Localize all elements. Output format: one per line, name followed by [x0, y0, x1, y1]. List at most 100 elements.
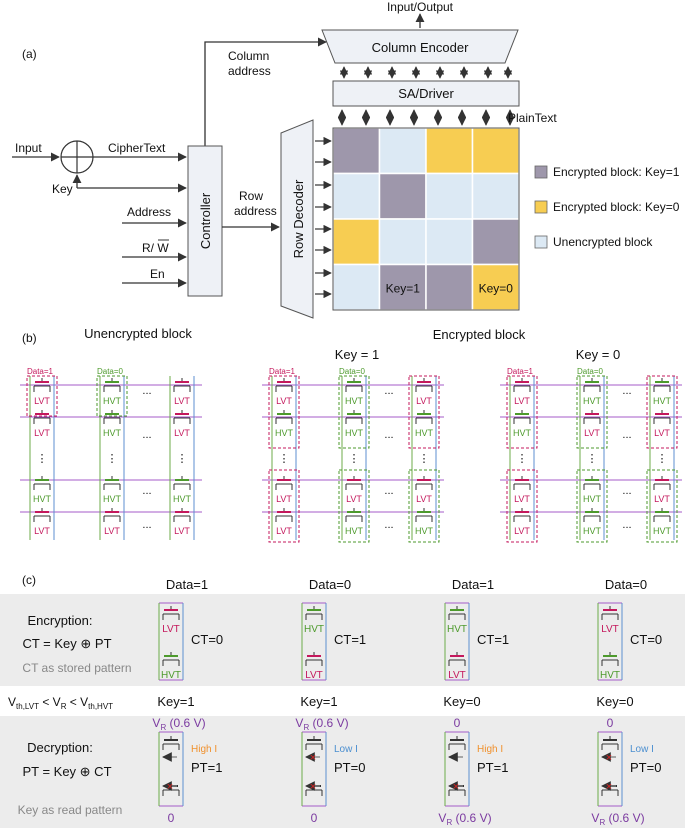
panel-b: (b) Unencrypted block Encrypted block Ke… [20, 326, 682, 543]
transistor-icon [33, 410, 51, 424]
transistor-icon [305, 652, 323, 666]
lvt-label: LVT [34, 526, 50, 536]
pair-box [576, 469, 608, 543]
pair-box [506, 375, 538, 449]
transistor-icon [275, 410, 293, 424]
hvt-label: HVT [345, 428, 364, 438]
lvt-label: LVT [162, 624, 180, 635]
memory-block [378, 218, 427, 266]
vr-label: VR (0.6 V) [591, 811, 644, 827]
lvt-label: LVT [654, 494, 670, 504]
address-label: Address [127, 205, 171, 219]
hvt-label: HVT [275, 428, 294, 438]
current-label: High I [191, 744, 217, 755]
en-label: En [150, 267, 165, 281]
memory-block [425, 172, 474, 220]
memory-block [471, 263, 520, 311]
horizontal-ellipsis: ... [622, 519, 631, 531]
data1-box [26, 375, 58, 417]
hvt-label: HVT [304, 624, 324, 635]
lvt-label: LVT [346, 494, 362, 504]
key0-title: Key = 0 [576, 347, 620, 362]
ct-stored-label: CT as stored pattern [22, 661, 131, 675]
column-address-label-1: Column [228, 49, 269, 63]
lvt-label: LVT [654, 428, 670, 438]
row-address-label-2: address [234, 204, 277, 218]
encryption-band [0, 594, 685, 686]
pair-box [338, 375, 370, 449]
hvt-label: HVT [600, 670, 620, 681]
lvt-label: LVT [514, 396, 530, 406]
transistor-icon [415, 508, 433, 522]
lvt-label: LVT [416, 396, 432, 406]
vr-label: VR (0.6 V) [295, 716, 348, 732]
transistor-icon [601, 606, 619, 620]
lvt-label: LVT [174, 526, 190, 536]
key-header: Key=1 [157, 694, 194, 709]
memory-block [332, 263, 381, 311]
transistor-icon [653, 378, 671, 392]
transistor-icon [601, 652, 619, 666]
transistor-icon [513, 378, 531, 392]
controller-label: Controller [198, 192, 213, 249]
pair-box [646, 375, 678, 449]
lvt-label: LVT [174, 396, 190, 406]
transistor-icon [275, 476, 293, 490]
transistor-icon [173, 410, 191, 424]
vth-relation: Vth,LVT < VR < Vth,HVT [8, 695, 113, 711]
current-label: Low I [334, 744, 358, 755]
pair-box [506, 469, 538, 543]
key-header: Key=1 [300, 694, 337, 709]
transistor-icon [653, 476, 671, 490]
vertical-ellipsis: ⋮ [587, 453, 598, 465]
encoder-sa-arrows [339, 66, 513, 79]
memory-block [425, 263, 474, 311]
transistor-arrays: LVT LVT HVT LVT ⋮ HVT HVT HVT LVT ⋮ LVT LVT HVT LVT ⋮.… [20, 367, 682, 543]
sa-driver-box [332, 80, 520, 107]
legend-label: Unencrypted block [553, 235, 653, 249]
row-address-label-1: Row [239, 189, 263, 203]
hvt-label: HVT [345, 526, 364, 536]
blocked-x-icon: × [310, 752, 316, 764]
plaintext-label: PlainText [508, 111, 557, 125]
memory-block [378, 172, 427, 220]
column-encoder-label: Column Encoder [372, 40, 469, 55]
ct-result: CT=1 [477, 632, 509, 647]
transistor-icon [448, 652, 466, 666]
zero-label: 0 [454, 716, 461, 730]
horizontal-ellipsis: ... [622, 385, 631, 397]
transistor-icon [345, 476, 363, 490]
data1-label: Data=1 [507, 367, 534, 376]
transistor-icon [305, 606, 323, 620]
input-label: Input [15, 141, 42, 155]
hvt-label: HVT [415, 428, 434, 438]
transistor-array: LVTLVTHVTLVT⋮HVTHVTHVTLVT⋮LVTLVTHVTLVT⋮.… [20, 367, 202, 540]
data1-label: Data=1 [27, 367, 54, 376]
transistor-icon [583, 378, 601, 392]
lvt-label: LVT [416, 494, 432, 504]
rw-label: R/ W [142, 241, 169, 255]
lvt-label: LVT [448, 670, 466, 681]
transistor-icon [513, 508, 531, 522]
panel-b-label: (b) [22, 331, 37, 345]
column-header: Data=1 [452, 577, 494, 592]
transistor-icon [345, 508, 363, 522]
encryption-formula: CT = Key ⊕ PT [22, 636, 111, 651]
transistor-icon [275, 508, 293, 522]
pair-box [646, 469, 678, 543]
lvt-label: LVT [514, 494, 530, 504]
horizontal-ellipsis: ... [142, 519, 151, 531]
vertical-ellipsis: ⋮ [349, 453, 360, 465]
transistor-icon [33, 378, 51, 392]
transistor-icon [173, 378, 191, 392]
transistor-icon [103, 410, 121, 424]
transistor-icon [305, 736, 323, 750]
vertical-ellipsis: ⋮ [419, 453, 430, 465]
vertical-ellipsis: ⋮ [177, 453, 188, 465]
grid-border [332, 127, 520, 311]
legend-label: Encrypted block: Key=1 [553, 165, 680, 179]
memory-block [332, 127, 381, 175]
hvt-label: HVT [513, 428, 532, 438]
vr-label: VR (0.6 V) [152, 716, 205, 732]
